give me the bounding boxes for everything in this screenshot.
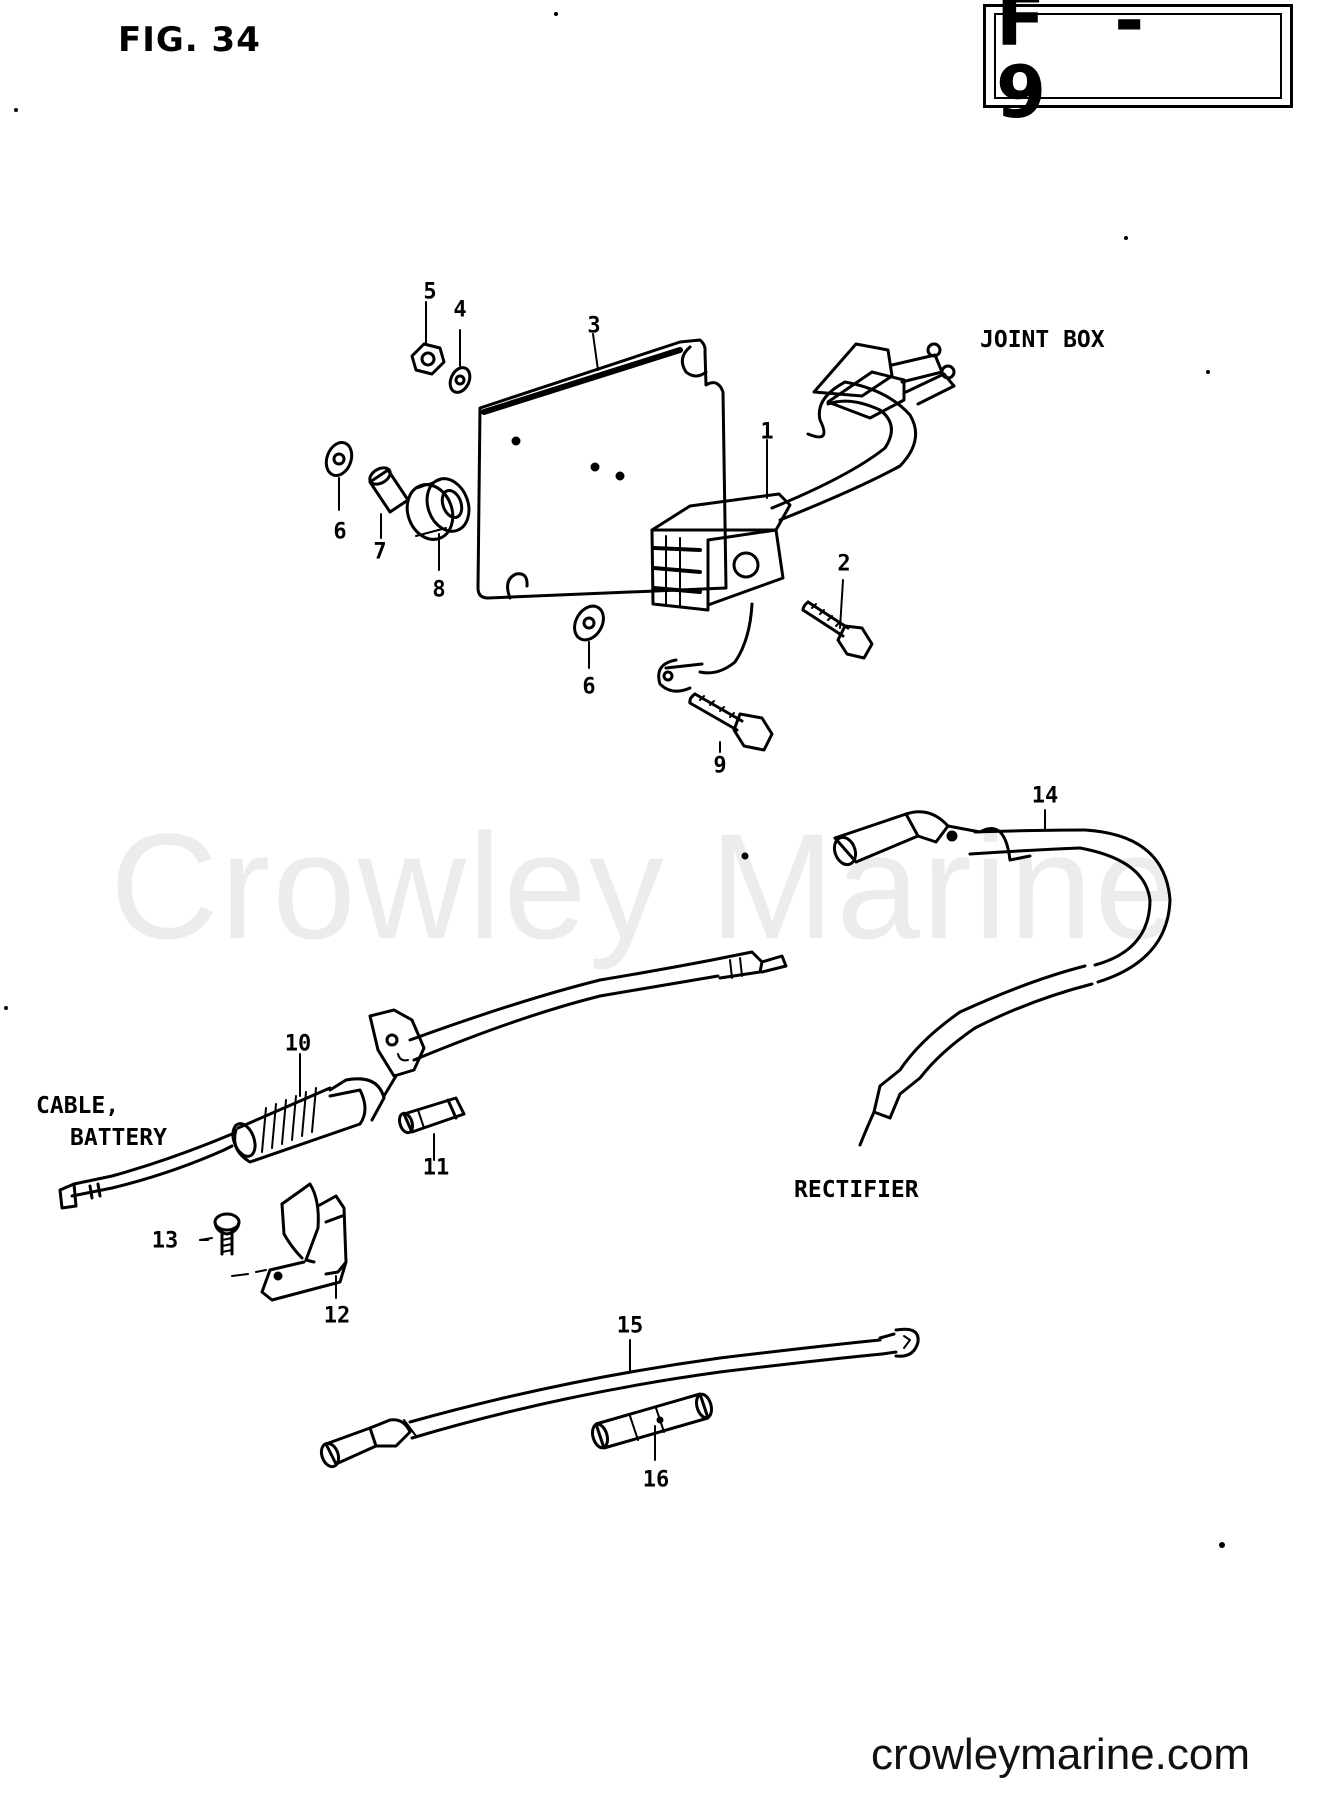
clamp-part [231, 1182, 348, 1302]
grommet-part [405, 477, 471, 541]
lead-wire-part [319, 1327, 920, 1469]
callout-part-13: 13 [151, 1228, 179, 1254]
callout-part-7: 7 [373, 539, 387, 565]
plate-part [476, 338, 728, 600]
callout-part-9: 9 [713, 753, 727, 779]
callout-part-3: 3 [587, 313, 601, 339]
reference-box-inner: F - 9 [994, 0, 1282, 128]
washer-part [573, 604, 605, 642]
collar-part [368, 466, 410, 514]
washer-part [448, 366, 472, 394]
ground-lead [657, 602, 754, 693]
callout-part-8: 8 [432, 577, 446, 603]
label-rectifier: RECTIFIER [794, 1177, 919, 1203]
screw-part [199, 1212, 241, 1256]
fuse-holder-part [58, 852, 788, 1210]
fuse-part [398, 1096, 466, 1135]
lead-wire-part [832, 810, 1172, 1147]
connector-part [591, 1392, 713, 1450]
callout-part-5: 5 [423, 279, 437, 305]
callout-part-6-upper: 6 [333, 519, 347, 545]
leader-lines [199, 301, 1046, 1461]
reference-box: F - 9 [983, 0, 1293, 128]
callout-part-12: 12 [323, 1303, 351, 1329]
callout-part-11: 11 [422, 1155, 450, 1181]
site-url: crowleymarine.com [871, 1730, 1250, 1779]
figure-label: FIG. 34 [118, 20, 261, 60]
joint-box-connectors [812, 342, 956, 420]
callout-part-10: 10 [284, 1031, 312, 1057]
callout-part-14: 14 [1031, 783, 1059, 809]
callout-part-16: 16 [642, 1467, 670, 1493]
label-joint-box: JOINT BOX [980, 327, 1105, 353]
bolt-part [801, 600, 874, 660]
label-cable-line1: CABLE, [36, 1093, 120, 1119]
reference-code: F - 9 [996, 0, 1167, 134]
callout-part-1: 1 [760, 419, 774, 445]
scan-specks [4, 12, 1225, 1548]
nut-part [410, 342, 446, 376]
callout-part-2: 2 [837, 551, 851, 577]
rectifier-part [650, 380, 918, 612]
label-battery-line2: BATTERY [70, 1125, 167, 1151]
washer-part [324, 441, 354, 477]
callout-part-15: 15 [616, 1313, 644, 1339]
bolt-part [688, 692, 774, 752]
callout-part-6-lower: 6 [582, 674, 596, 700]
callout-part-4: 4 [453, 297, 467, 323]
